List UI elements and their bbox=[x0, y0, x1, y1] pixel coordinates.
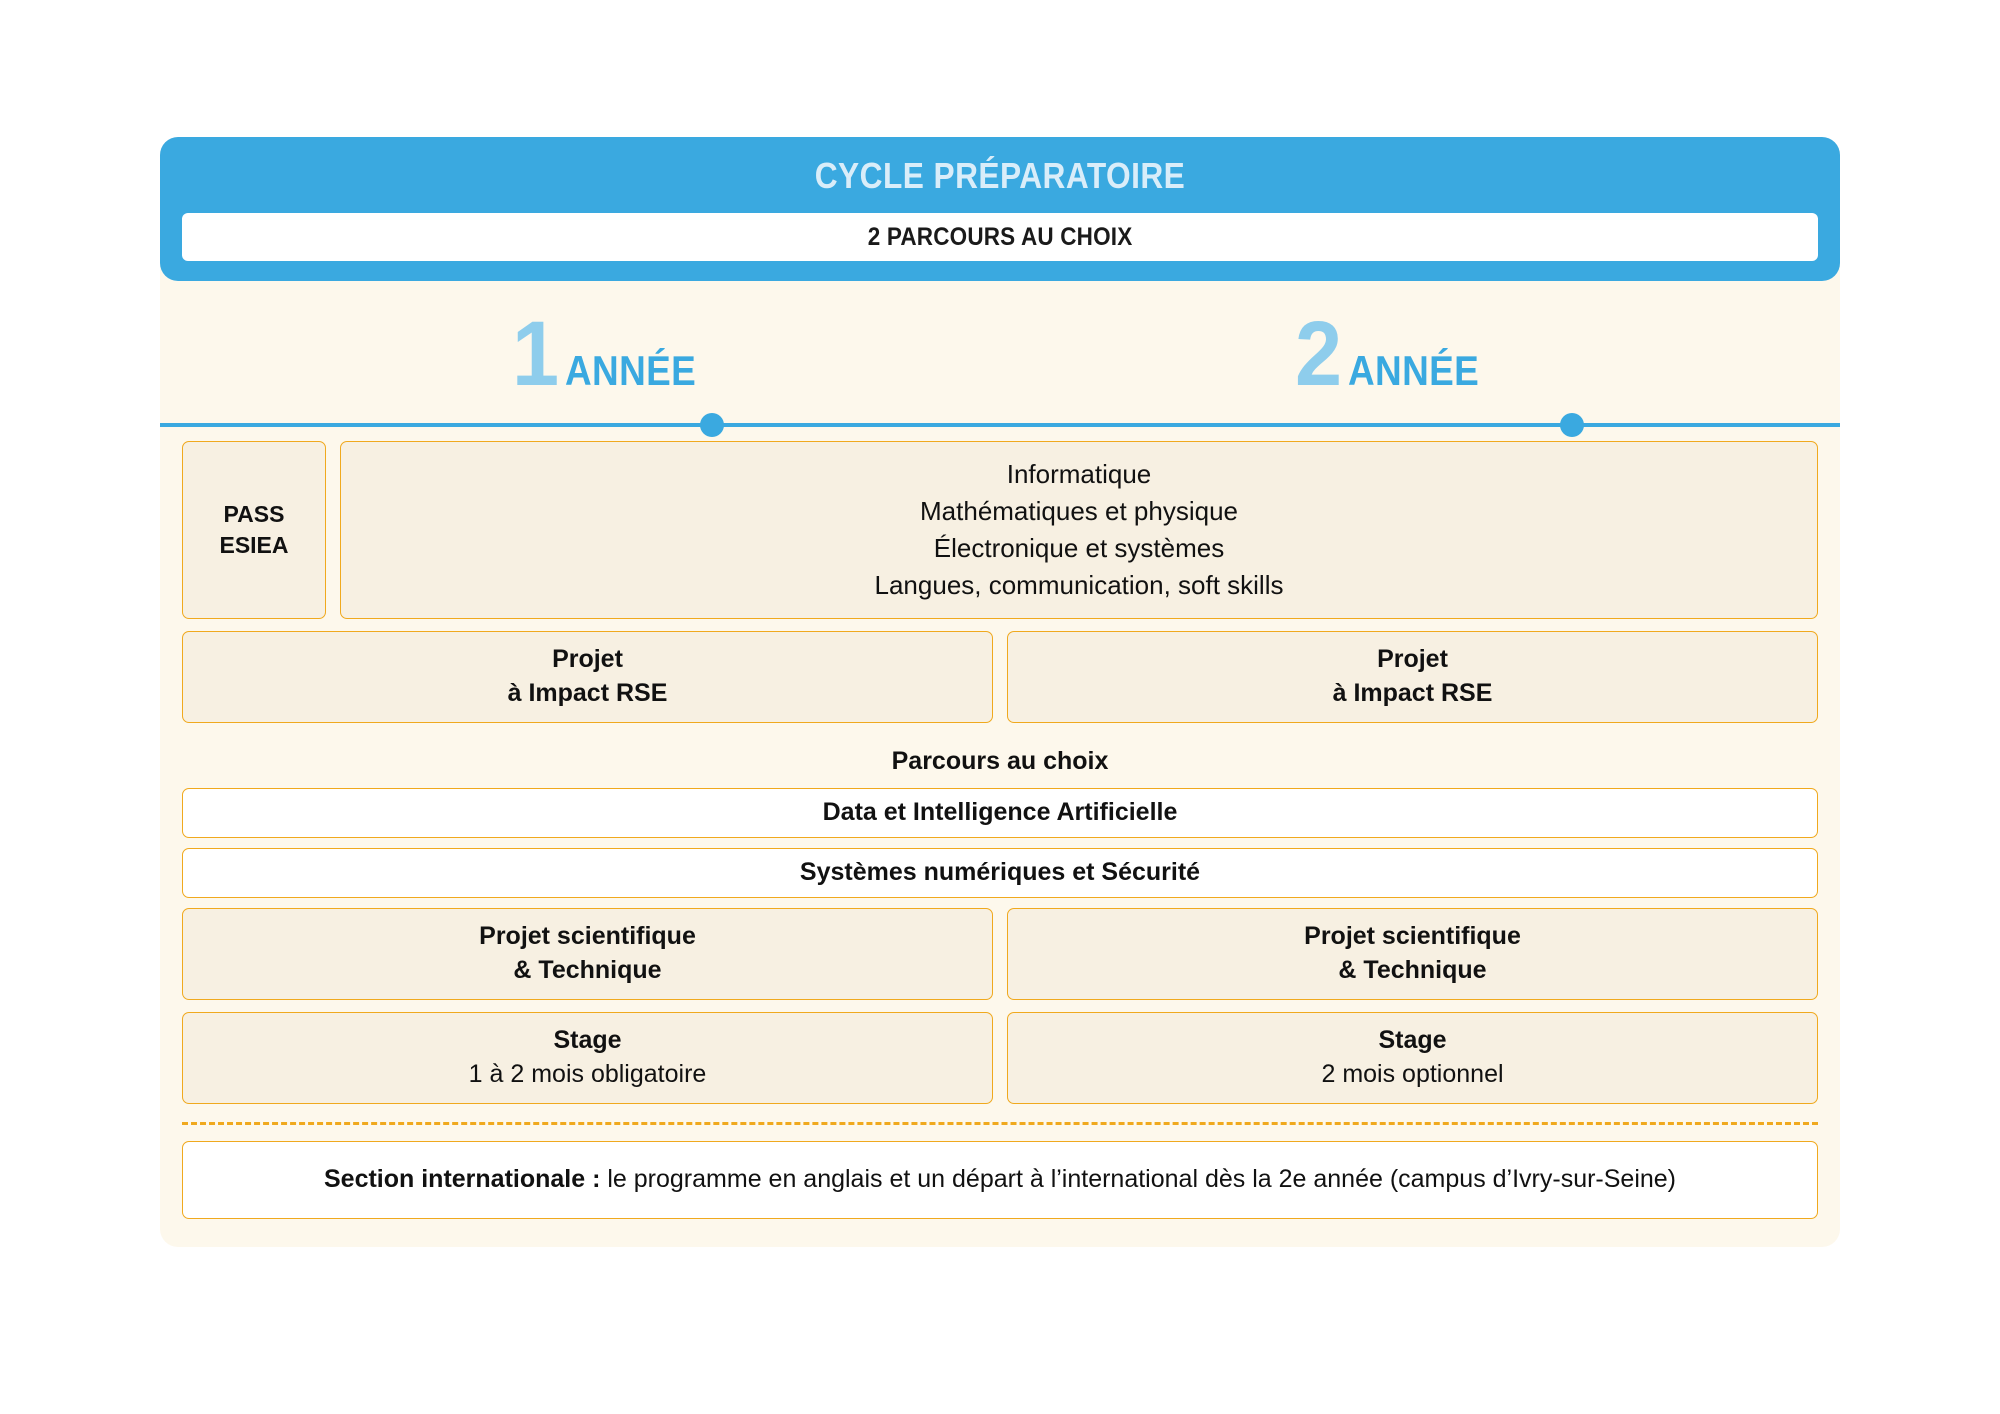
internship-year1-detail: 1 à 2 mois obligatoire bbox=[468, 1059, 707, 1088]
internship-year2-detail: 2 mois optionnel bbox=[1321, 1059, 1504, 1088]
header-subtitle-text: 2 PARCOURS AU CHOIX bbox=[867, 222, 1133, 251]
tracks-label: Parcours au choix bbox=[891, 746, 1109, 775]
subject-item: Mathématiques et physique bbox=[920, 495, 1238, 526]
rse-project-year1: Projet à Impact RSE bbox=[182, 630, 993, 723]
rse-year2-title: Projet bbox=[1377, 644, 1448, 673]
dashed-divider bbox=[182, 1121, 1818, 1125]
subject-item: Électronique et systèmes bbox=[933, 532, 1225, 563]
international-text: le programme en anglais et un départ à l… bbox=[600, 1164, 1677, 1193]
internship-year2-title: Stage bbox=[1378, 1025, 1447, 1054]
international-section-box: Section internationale : le programme en… bbox=[182, 1140, 1818, 1219]
sci-year2-title: Projet scientifique bbox=[1304, 921, 1521, 950]
track-option-data-ai[interactable]: Data et Intelligence Artificielle bbox=[182, 787, 1818, 838]
international-text-wrapper: Section internationale : le programme en… bbox=[324, 1163, 1676, 1197]
track-option-label: Systèmes numériques et Sécurité bbox=[799, 858, 1201, 887]
program-card: CYCLE PRÉPARATOIRE 2 PARCOURS AU CHOIX 1… bbox=[160, 137, 1840, 1247]
subject-item: Langues, communication, soft skills bbox=[874, 569, 1284, 600]
pass-esiea-box: PASS ESIEA bbox=[182, 441, 326, 619]
timeline bbox=[160, 411, 1840, 439]
year-marker-2: 2 ANNÉE bbox=[1295, 303, 1497, 405]
year-marker-1: 1 ANNÉE bbox=[512, 303, 714, 405]
rse-year1-title: Projet bbox=[552, 644, 623, 673]
year-2-label: ANNÉE bbox=[1348, 347, 1480, 394]
sci-year1-title: Projet scientifique bbox=[479, 921, 696, 950]
page-title: CYCLE PRÉPARATOIRE bbox=[814, 155, 1186, 196]
internship-year1-title: Stage bbox=[553, 1025, 622, 1054]
sci-year1-detail: & Technique bbox=[513, 955, 662, 984]
subject-item: Informatique bbox=[1006, 459, 1152, 489]
pass-line-2: ESIEA bbox=[219, 531, 289, 558]
timeline-line bbox=[160, 423, 1840, 427]
rse-year2-detail: à Impact RSE bbox=[1332, 678, 1493, 707]
subjects-box: Informatique Mathématiques et physique É… bbox=[340, 441, 1818, 619]
year-2-number: 2 bbox=[1295, 303, 1343, 405]
header-subtitle-bar: 2 PARCOURS AU CHOIX bbox=[182, 213, 1818, 261]
scientific-project-year1: Projet scientifique & Technique bbox=[182, 907, 993, 1000]
core-curriculum-row: PASS ESIEA Informatique Mathématiques et… bbox=[182, 441, 1818, 619]
timeline-dot-year1 bbox=[700, 413, 724, 437]
track-option-systemes-securite[interactable]: Systèmes numériques et Sécurité bbox=[182, 847, 1818, 898]
header-banner: CYCLE PRÉPARATOIRE 2 PARCOURS AU CHOIX bbox=[160, 137, 1840, 281]
scientific-project-row: Projet scientifique & Technique Projet s… bbox=[182, 907, 1818, 1000]
rse-project-row: Projet à Impact RSE Projet à Impact RSE bbox=[182, 630, 1818, 723]
internship-year1: Stage 1 à 2 mois obligatoire bbox=[182, 1011, 993, 1104]
internship-row: Stage 1 à 2 mois obligatoire Stage 2 moi… bbox=[182, 1011, 1818, 1104]
year-timeline-section: 1 ANNÉE 2 ANNÉE bbox=[160, 281, 1840, 441]
track-option-label: Data et Intelligence Artificielle bbox=[822, 798, 1178, 827]
sci-year2-detail: & Technique bbox=[1338, 955, 1487, 984]
rse-year1-detail: à Impact RSE bbox=[507, 678, 668, 707]
timeline-dot-year2 bbox=[1560, 413, 1584, 437]
year-1-label: ANNÉE bbox=[565, 347, 697, 394]
international-label: Section internationale : bbox=[323, 1164, 601, 1193]
pass-line-1: PASS bbox=[223, 500, 285, 527]
scientific-project-year2: Projet scientifique & Technique bbox=[1007, 907, 1818, 1000]
internship-year2: Stage 2 mois optionnel bbox=[1007, 1011, 1818, 1104]
rse-project-year2: Projet à Impact RSE bbox=[1007, 630, 1818, 723]
program-body: PASS ESIEA Informatique Mathématiques et… bbox=[160, 441, 1840, 1247]
year-1-number: 1 bbox=[512, 303, 560, 405]
